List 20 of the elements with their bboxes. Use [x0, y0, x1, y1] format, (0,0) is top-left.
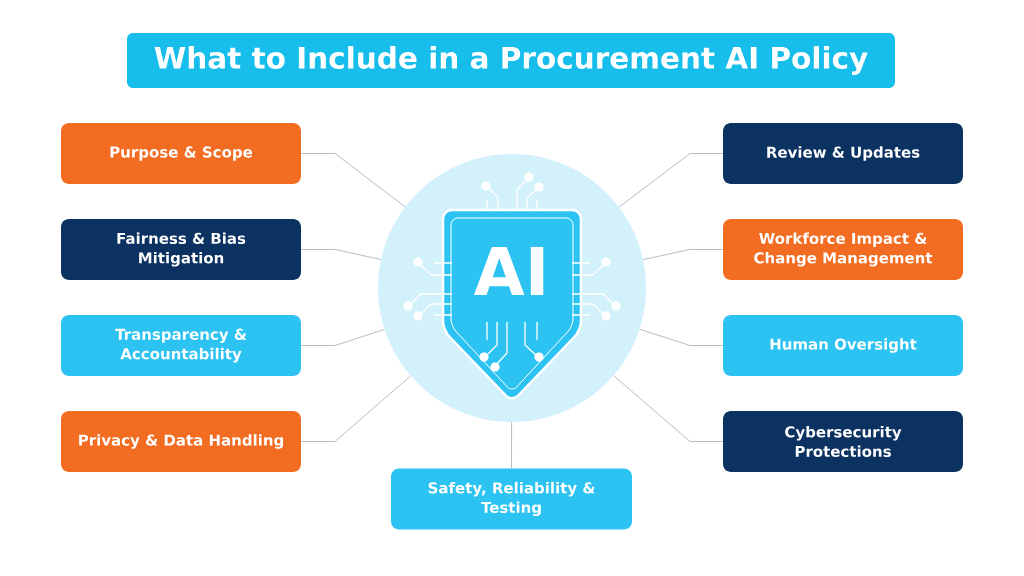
topic-box: Purpose & Scope	[61, 123, 301, 184]
connector-line	[511, 421, 513, 469]
topic-box: Fairness & Bias Mitigation	[61, 219, 301, 280]
connector-line	[300, 375, 412, 442]
topic-box: Cybersecurity Protections	[723, 411, 963, 472]
shield: AI	[441, 208, 583, 400]
connector-line	[300, 249, 382, 260]
connector-line	[618, 153, 724, 208]
topic-box: Human Oversight	[723, 315, 963, 376]
title-banner: What to Include in a Procurement AI Policy	[127, 33, 895, 88]
topic-box: Transparency & Accountability	[61, 315, 301, 376]
connector-line	[300, 328, 385, 346]
connector-line	[639, 328, 724, 346]
topic-box: Privacy & Data Handling	[61, 411, 301, 472]
connector-line	[642, 249, 724, 261]
topic-box: Safety, Reliability & Testing	[391, 468, 632, 530]
topic-box: Review & Updates	[723, 123, 963, 184]
topic-box: Workforce Impact & Change Management	[723, 219, 963, 280]
connector-line	[613, 375, 724, 442]
connector-line	[300, 153, 406, 208]
